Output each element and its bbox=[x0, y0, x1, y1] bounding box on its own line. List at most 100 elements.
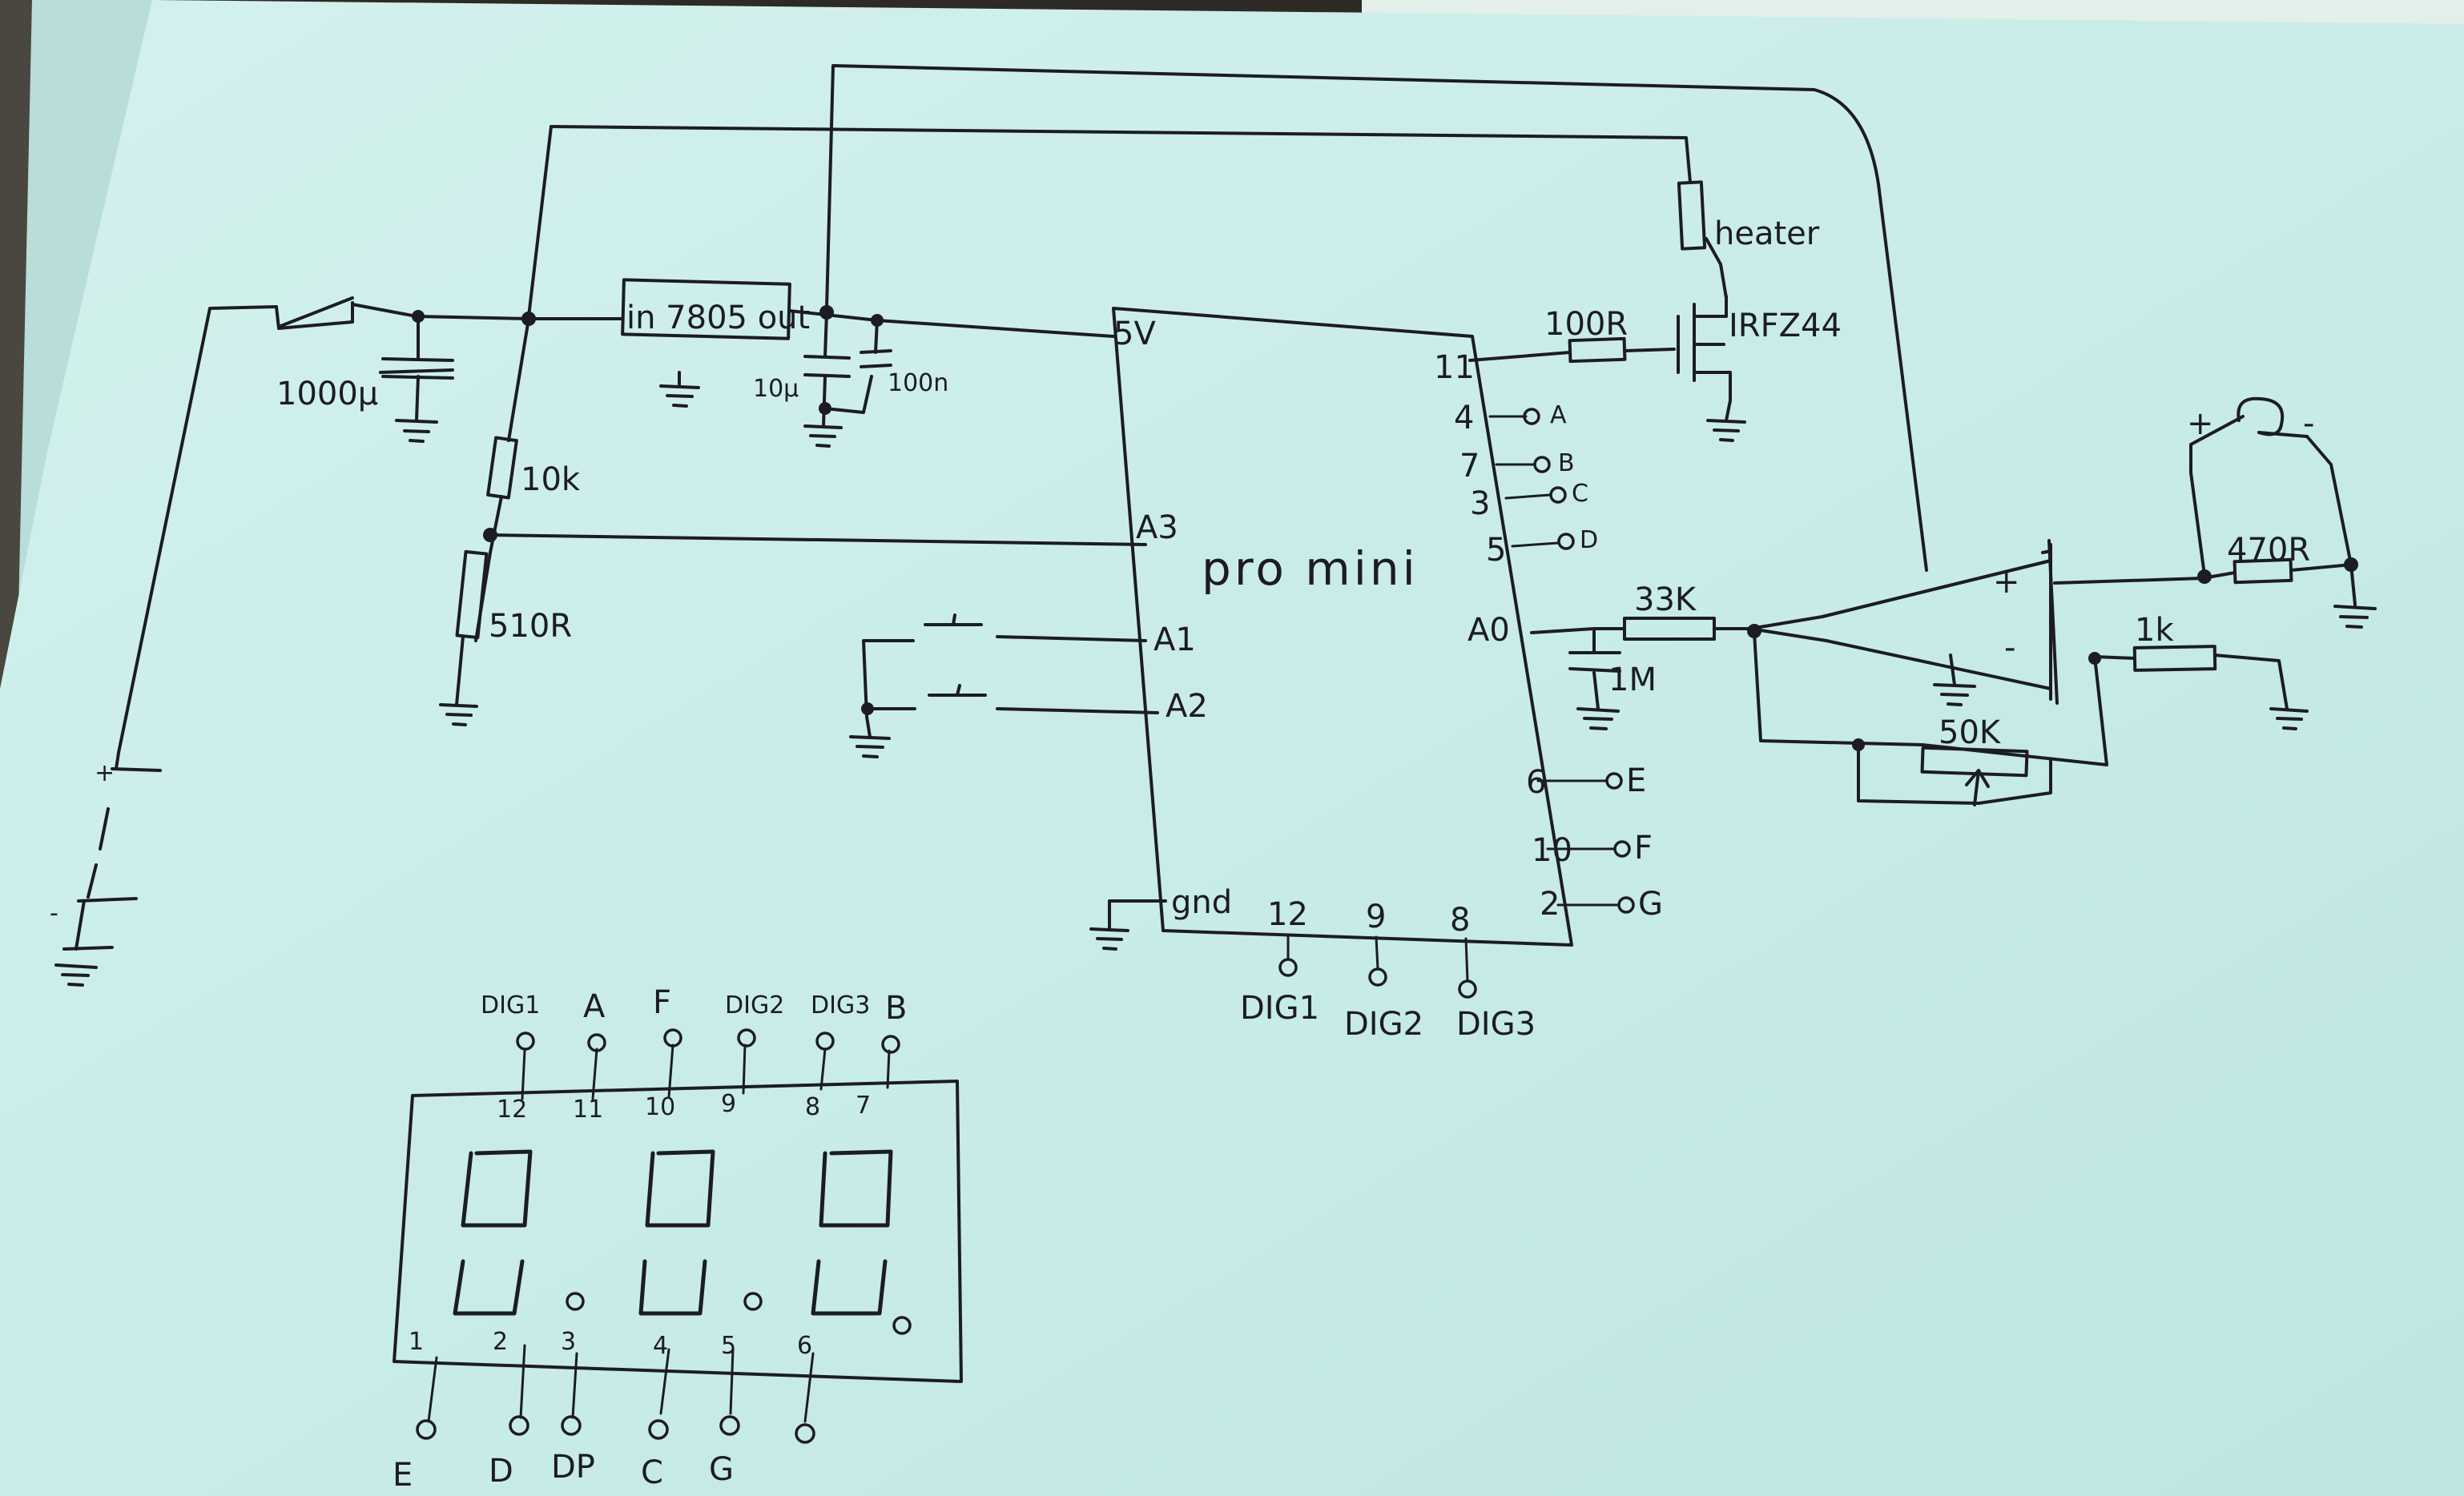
pro-mini-outline bbox=[1112, 307, 1573, 947]
label-regulator: in 7805 out bbox=[626, 300, 810, 336]
battery bbox=[62, 751, 162, 951]
display-pin-number: 5 bbox=[721, 1332, 736, 1360]
label-opamp-minus: - bbox=[2004, 629, 2015, 666]
label-battery-minus: - bbox=[50, 899, 58, 927]
label-pin-a3: A3 bbox=[1136, 509, 1178, 546]
thermocouple-sensor bbox=[2237, 396, 2309, 438]
resistor-470r bbox=[2232, 557, 2293, 585]
display-bottom-label: C bbox=[641, 1454, 663, 1491]
resistor-100r bbox=[1568, 336, 1627, 364]
label-seg-f: F bbox=[1634, 830, 1653, 867]
capacitor-100n bbox=[860, 349, 892, 368]
label-cap-10u: 10µ bbox=[753, 375, 799, 403]
label-pin-2: 2 bbox=[1540, 886, 1560, 923]
display-labels: DIG1 A F DIG2 DIG3 B 12 11 10 9 8 7 1 2 … bbox=[393, 984, 907, 1494]
capacitor-1m bbox=[1568, 651, 1621, 673]
resistor-1k bbox=[2132, 645, 2217, 672]
display-pin-number: 1 bbox=[409, 1328, 424, 1356]
opamp-body bbox=[2047, 539, 2059, 705]
label-seg-c: C bbox=[1572, 480, 1588, 508]
seven-segment-display bbox=[393, 1080, 963, 1383]
resistor-510r bbox=[455, 549, 489, 640]
display-pin-number: 9 bbox=[721, 1090, 736, 1118]
label-pin-a0: A0 bbox=[1468, 612, 1510, 649]
display-top-label: B bbox=[885, 990, 907, 1027]
label-pin-gnd: gnd bbox=[1171, 884, 1232, 921]
label-opamp-plus: + bbox=[1993, 564, 2020, 601]
display-pin-number: 2 bbox=[493, 1328, 508, 1356]
display-pin-number: 8 bbox=[805, 1093, 820, 1121]
heater-element bbox=[1677, 180, 1707, 251]
label-pin-11: 11 bbox=[1434, 349, 1475, 386]
display-pin-number: 11 bbox=[573, 1096, 603, 1124]
potentiometer-50k bbox=[1920, 746, 2029, 806]
display-top-label: DIG2 bbox=[725, 991, 784, 1019]
label-seg-g: G bbox=[1638, 886, 1663, 923]
label-r-33k: 33K bbox=[1634, 581, 1697, 618]
label-cap-100n: 100n bbox=[888, 369, 948, 397]
label-dig2: DIG2 bbox=[1344, 1006, 1423, 1043]
label-thermo-minus: - bbox=[2303, 405, 2314, 442]
pro-mini-right-pins bbox=[1488, 408, 1635, 914]
label-dig3: DIG3 bbox=[1456, 1006, 1536, 1043]
label-battery-plus: + bbox=[95, 759, 115, 787]
label-pin-6: 6 bbox=[1526, 764, 1546, 801]
display-pin-number: 4 bbox=[653, 1332, 668, 1360]
display-bottom-label: D bbox=[489, 1453, 513, 1490]
junctions bbox=[412, 305, 2358, 751]
label-pin-5: 5 bbox=[1486, 532, 1506, 569]
label-cap-1000u: 1000µ bbox=[276, 376, 378, 412]
label-pin-9: 9 bbox=[1366, 899, 1386, 935]
display-pin-number: 12 bbox=[497, 1096, 527, 1124]
label-pin-4: 4 bbox=[1454, 400, 1474, 436]
label-pin-7: 7 bbox=[1459, 448, 1480, 485]
label-r-100r: 100R bbox=[1544, 306, 1628, 343]
label-seg-e: E bbox=[1626, 762, 1646, 799]
ground-symbols bbox=[54, 371, 2377, 987]
pro-mini-bottom-pins bbox=[1278, 934, 1477, 999]
display-top-pins bbox=[516, 1028, 900, 1100]
display-digits bbox=[453, 1149, 912, 1335]
label-pin-a2: A2 bbox=[1166, 688, 1208, 725]
mcu-labels: pro mini 5V A3 A1 A2 gnd 11 4 7 3 5 A0 6… bbox=[1113, 316, 1663, 1043]
label-thermo-plus: + bbox=[2187, 405, 2214, 442]
label-pin-12: 12 bbox=[1267, 896, 1308, 933]
label-r-10k: 10k bbox=[521, 461, 581, 498]
label-mosfet: IRFZ44 bbox=[1729, 308, 1842, 344]
display-top-label: F bbox=[653, 984, 671, 1021]
label-pin-5v: 5V bbox=[1113, 316, 1156, 352]
capacitor-1000u bbox=[379, 357, 454, 380]
regulator-7805 bbox=[621, 278, 791, 340]
display-top-label: A bbox=[583, 988, 606, 1025]
display-bottom-label: G bbox=[709, 1451, 734, 1488]
display-pin-number: 3 bbox=[561, 1328, 576, 1356]
label-dig1: DIG1 bbox=[1240, 990, 1319, 1027]
label-pro-mini: pro mini bbox=[1202, 541, 1419, 596]
capacitor-10u bbox=[803, 355, 851, 378]
label-pin-10: 10 bbox=[1532, 832, 1572, 869]
label-pin-a1: A1 bbox=[1153, 621, 1196, 658]
label-heater: heater bbox=[1714, 215, 1820, 252]
label-cap-1m: 1M bbox=[1608, 662, 1657, 698]
label-r-470r: 470R bbox=[2227, 532, 2310, 569]
display-bottom-label: E bbox=[393, 1457, 413, 1494]
label-seg-a: A bbox=[1550, 401, 1567, 429]
display-bottom-pins bbox=[416, 1344, 815, 1444]
label-seg-b: B bbox=[1558, 449, 1575, 477]
label-pot-50k: 50K bbox=[1939, 714, 2002, 751]
label-r-1k: 1k bbox=[2135, 612, 2174, 649]
resistor-33k bbox=[1623, 617, 1716, 641]
display-top-label: DIG3 bbox=[811, 991, 870, 1019]
display-top-label: DIG1 bbox=[481, 991, 540, 1019]
label-r-510r: 510R bbox=[489, 608, 572, 645]
label-pin-3: 3 bbox=[1470, 485, 1490, 522]
display-bottom-label: DP bbox=[551, 1449, 595, 1486]
display-pin-number: 6 bbox=[797, 1332, 812, 1360]
resistor-10k bbox=[486, 436, 518, 500]
component-labels: 1000µ in 7805 out 10µ 100n 10k 510R 100R… bbox=[50, 215, 2314, 927]
display-pin-number: 10 bbox=[645, 1093, 675, 1121]
display-pin-number: 7 bbox=[856, 1092, 871, 1120]
